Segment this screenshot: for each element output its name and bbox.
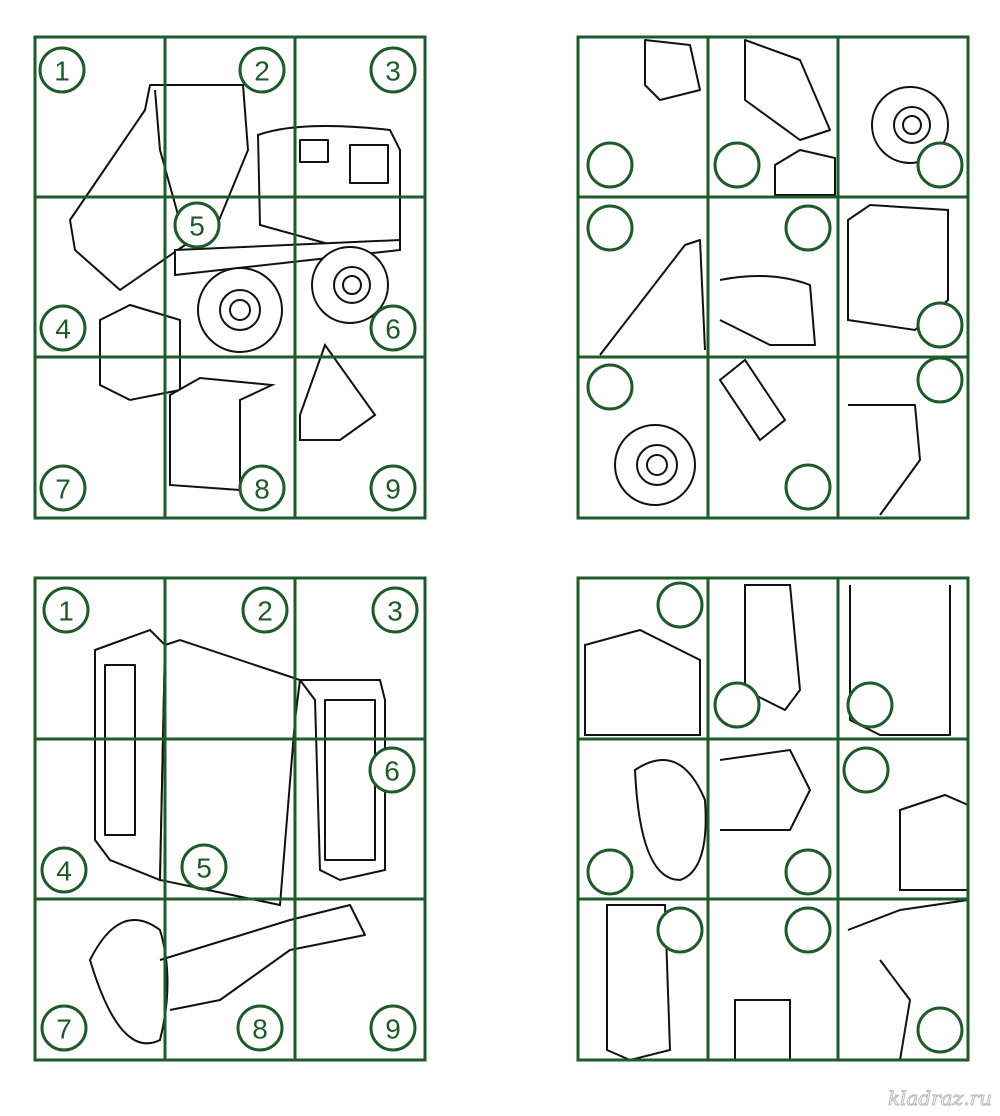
svg-text:5: 5 <box>196 853 212 884</box>
answer-circle[interactable] <box>784 204 832 252</box>
svg-text:5: 5 <box>189 211 205 242</box>
number-circle: 4 <box>40 846 88 894</box>
number-circle: 5 <box>180 843 228 891</box>
accordion-drawing <box>88 628 386 1045</box>
answer-circle[interactable] <box>916 356 964 404</box>
answer-circle[interactable] <box>586 204 634 252</box>
number-circle: 9 <box>369 464 417 512</box>
svg-text:6: 6 <box>384 756 400 787</box>
svg-text:1: 1 <box>54 56 70 87</box>
svg-text:8: 8 <box>254 474 270 505</box>
answer-circle[interactable] <box>916 1006 964 1054</box>
answer-circle[interactable] <box>916 141 964 189</box>
svg-text:3: 3 <box>385 56 401 87</box>
answer-circle[interactable] <box>656 906 704 954</box>
number-circle: 9 <box>369 1004 417 1052</box>
answer-circle[interactable] <box>784 463 832 511</box>
answer-circle[interactable] <box>916 301 964 349</box>
svg-text:7: 7 <box>56 1014 72 1045</box>
svg-text:8: 8 <box>252 1014 268 1045</box>
answer-circle[interactable] <box>586 363 634 411</box>
svg-text:6: 6 <box>385 314 401 345</box>
answer-circle[interactable] <box>586 141 634 189</box>
answer-circle[interactable] <box>842 746 890 794</box>
answer-circle[interactable] <box>784 906 832 954</box>
number-circle: 1 <box>42 586 90 634</box>
shuffled-grid-accordion <box>576 576 970 1062</box>
svg-text:2: 2 <box>257 596 273 627</box>
answer-circle[interactable] <box>586 848 634 896</box>
accordion-answer-circles[interactable] <box>586 581 964 1054</box>
number-circle: 8 <box>236 1004 284 1052</box>
puzzle-grid-accordion <box>33 576 427 1062</box>
number-circle: 2 <box>241 586 289 634</box>
answer-circle[interactable] <box>656 581 704 629</box>
svg-text:1: 1 <box>58 596 74 627</box>
number-circle: 7 <box>39 464 87 512</box>
truck-drawing <box>69 84 401 492</box>
number-circle: 7 <box>40 1004 88 1052</box>
number-circle: 3 <box>369 46 417 94</box>
number-circle: 6 <box>368 746 416 794</box>
truck-shuffled-drawing <box>599 39 949 516</box>
answer-circle[interactable] <box>713 681 761 729</box>
answer-circle[interactable] <box>846 681 894 729</box>
svg-text:3: 3 <box>387 596 403 627</box>
truck-numbers: 1 2 3 4 5 6 7 8 9 <box>38 46 417 512</box>
number-circle: 8 <box>238 464 286 512</box>
shuffled-grid-truck <box>576 35 970 520</box>
puzzle-grid-truck <box>33 35 427 520</box>
accordion-numbers: 1 2 3 4 5 6 7 8 9 <box>40 586 419 1052</box>
number-circle: 2 <box>238 46 286 94</box>
number-circle: 6 <box>369 304 417 352</box>
number-circle: 3 <box>371 586 419 634</box>
svg-text:9: 9 <box>385 1014 401 1045</box>
svg-text:4: 4 <box>55 314 71 345</box>
answer-circle[interactable] <box>784 848 832 896</box>
watermark: kladraz.ru <box>887 1086 992 1111</box>
svg-text:7: 7 <box>55 474 71 505</box>
number-circle: 4 <box>39 304 87 352</box>
answer-circle[interactable] <box>713 141 761 189</box>
number-circle: 1 <box>38 46 86 94</box>
svg-text:9: 9 <box>385 474 401 505</box>
svg-text:2: 2 <box>254 56 270 87</box>
truck-answer-circles[interactable] <box>586 141 964 511</box>
number-circle: 5 <box>173 201 221 249</box>
svg-text:4: 4 <box>56 856 72 887</box>
accordion-shuffled-drawing <box>584 584 969 1062</box>
